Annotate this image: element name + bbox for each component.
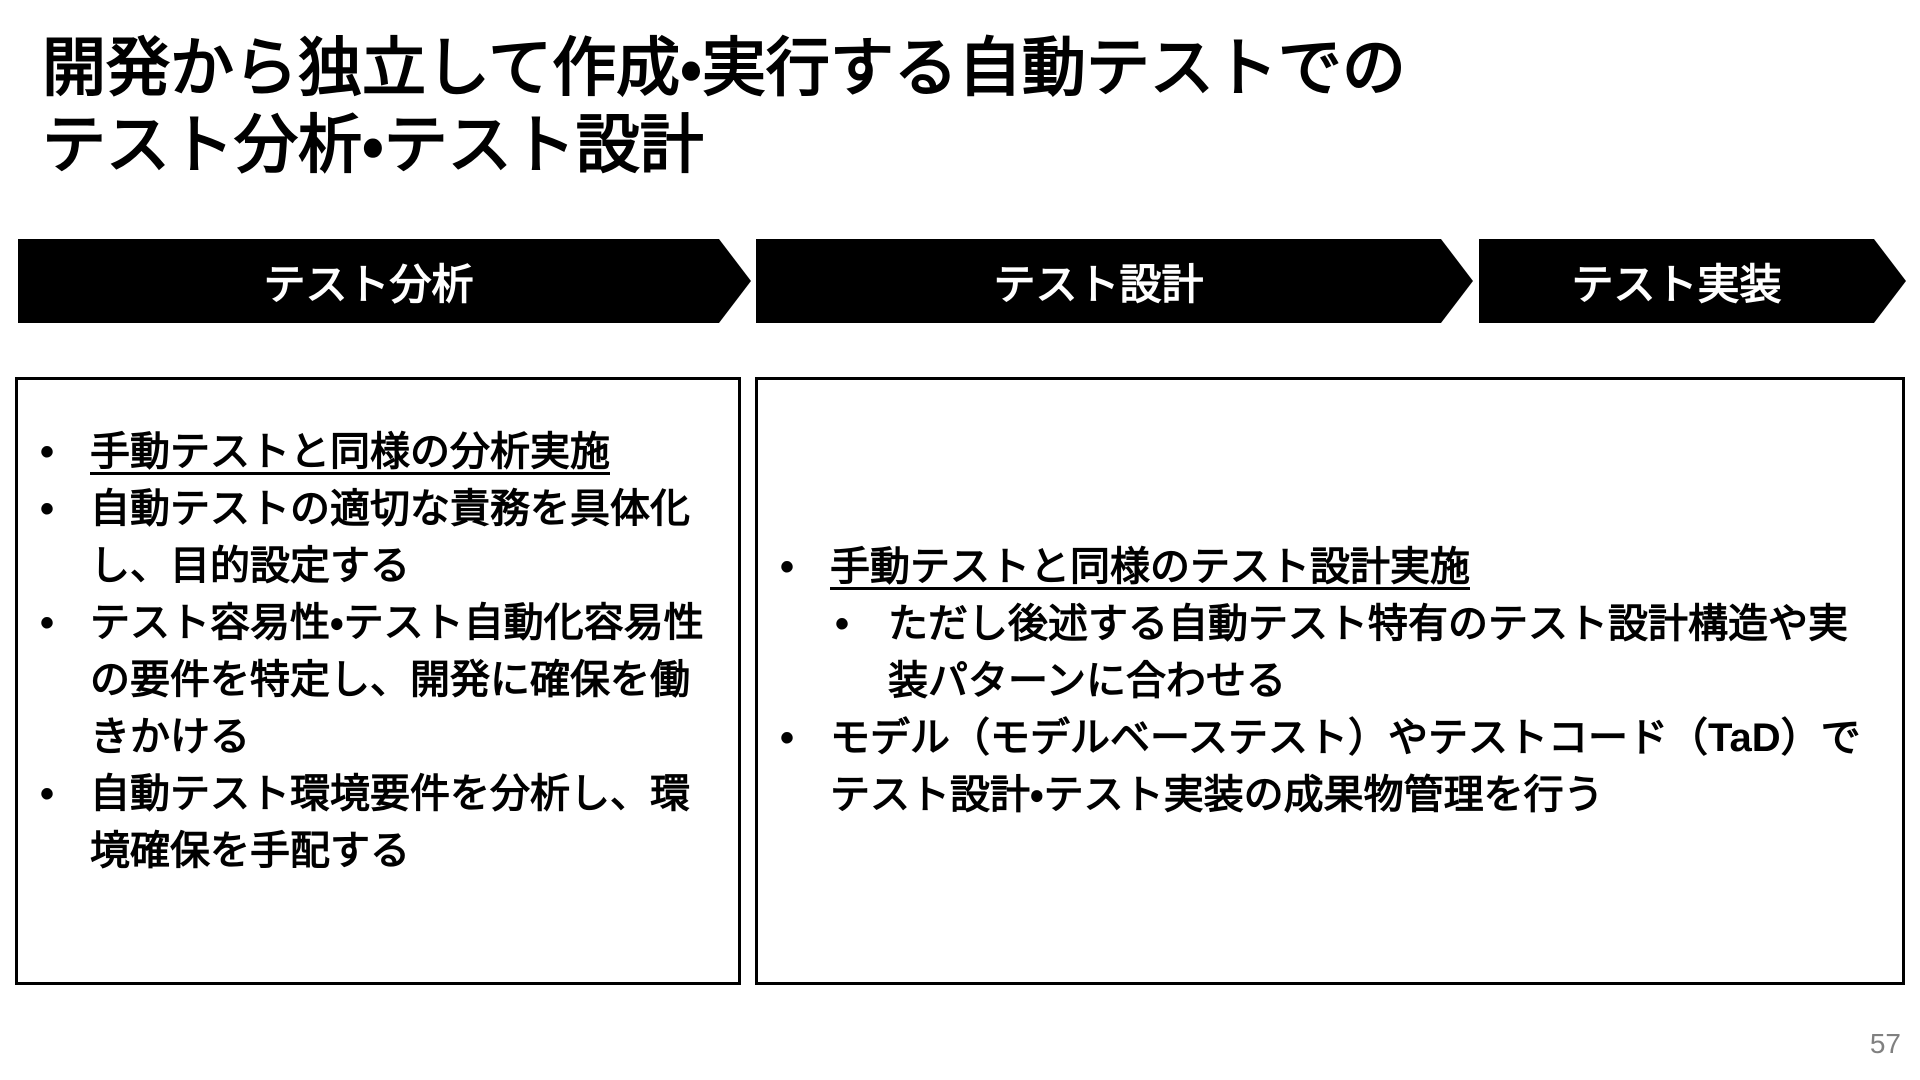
bullet-text: ただし後述する自動テスト特有のテスト設計構造や実装パターンに合わせる	[888, 601, 1848, 703]
bullet-item: • テスト容易性・テスト自動化容易性の要件を特定し、開発に確保を働きかける	[40, 595, 722, 766]
bullet-item: • 手動テストと同様のテスト設計実施	[780, 539, 1880, 596]
process-flow: テスト分析 テスト設計 テスト実装	[18, 239, 1906, 323]
bullet-icon: •	[40, 487, 55, 531]
bullet-item: • ただし後述する自動テスト特有のテスト設計構造や実装パターンに合わせる	[835, 596, 1880, 710]
page-title-line1: 開発から独立して作成・実行する自動テストでの	[42, 32, 1406, 104]
bullet-text: テスト容易性・テスト自動化容易性の要件を特定し、開発に確保を働きかける	[90, 601, 704, 759]
bullet-item: • 自動テスト環境要件を分析し、環境確保を手配する	[40, 766, 722, 880]
bullet-icon: •	[40, 430, 55, 474]
bullet-icon: •	[40, 772, 55, 816]
bullet-text: 手動テストと同様の分析実施	[90, 430, 610, 474]
process-arrow-label: テスト実装	[1571, 260, 1782, 308]
process-arrow: テスト実装	[1479, 239, 1906, 323]
bullet-icon: •	[780, 715, 795, 760]
process-arrow-label: テスト分析	[263, 260, 474, 308]
bullet-text: 自動テストの適切な責務を具体化し、目的設定する	[90, 487, 690, 588]
process-arrow: テスト分析	[18, 239, 751, 323]
bullet-icon: •	[780, 544, 795, 589]
bullet-item: • 自動テストの適切な責務を具体化し、目的設定する	[40, 481, 722, 595]
test-analysis-box: • 手動テストと同様の分析実施 • 自動テストの適切な責務を具体化し、目的設定す…	[15, 377, 741, 985]
bullet-icon: •	[835, 601, 850, 646]
page-number: 57	[1869, 1028, 1901, 1059]
bullet-icon: •	[40, 601, 55, 645]
page-title-line2: テスト分析・テスト設計	[42, 108, 704, 181]
process-arrow: テスト設計	[756, 239, 1473, 323]
bullet-item: • モデル（モデルベーステスト）やテストコード（TaD）でテスト設計・テスト実装…	[780, 710, 1880, 824]
test-design-box: • 手動テストと同様のテスト設計実施 • ただし後述する自動テスト特有のテスト設…	[755, 377, 1905, 985]
bullet-item: • 手動テストと同様の分析実施	[40, 424, 722, 481]
process-arrow-label: テスト設計	[993, 260, 1204, 308]
bullet-text: 自動テスト環境要件を分析し、環境確保を手配する	[90, 772, 690, 873]
bullet-text: 手動テストと同様のテスト設計実施	[830, 544, 1470, 589]
bullet-text: モデル（モデルベーステスト）やテストコード（TaD）でテスト設計・テスト実装の成…	[830, 715, 1861, 817]
page-title: 開発から独立して作成・実行する自動テストでの テスト分析・テスト設計	[42, 30, 1406, 184]
